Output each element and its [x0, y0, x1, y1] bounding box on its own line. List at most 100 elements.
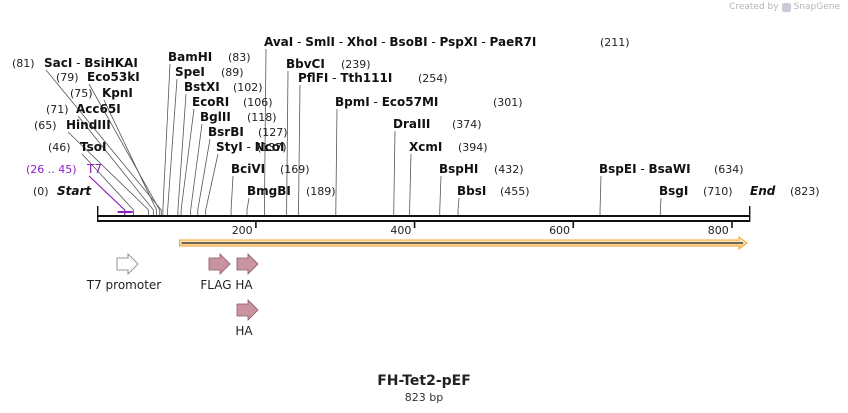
leader-line-bbsi: [457, 197, 460, 217]
end-marker: [749, 206, 751, 222]
site-name-bmgbi: BmgBI: [247, 184, 291, 198]
leader-line-kpni: [103, 99, 157, 217]
leader-line-bspei: [599, 175, 602, 217]
ruler-label-400: 400: [390, 224, 411, 237]
credit-brand: SnapGene: [793, 2, 840, 12]
site-position-bcivi: (169): [280, 163, 310, 176]
leader-line-bpmi: [335, 108, 338, 217]
site-name-kpni: KpnI: [102, 86, 133, 100]
leader-line-acc65i: [77, 115, 154, 217]
feature-label-ha-2: HA: [235, 278, 253, 292]
start-marker: [97, 206, 99, 222]
site-position-bglii: (118): [247, 111, 277, 124]
site-name-saci: SacI - BsiHKAI: [44, 56, 138, 70]
ruler-label-600: 600: [549, 224, 570, 237]
feature-label-flag-1: FLAG: [200, 278, 231, 292]
leader-line-spei: [167, 78, 178, 217]
site-position-eco53ki: (79): [56, 71, 79, 84]
site-position-hindiii: (65): [34, 119, 57, 132]
site-position-bamhi: (83): [228, 51, 251, 64]
leader-line-styi: [205, 153, 219, 217]
site-position-bstxi: (102): [233, 81, 263, 94]
site-name-bsphi: BspHI: [439, 162, 478, 176]
leader-line-bsrbi: [197, 138, 211, 217]
site-name-bamhi: BamHI: [168, 50, 212, 64]
site-position-spei: (89): [221, 66, 244, 79]
site-name-bpmi: BpmI - Eco57MI: [335, 95, 438, 109]
site-name-styi: StyI - NcoI: [216, 140, 285, 154]
leader-line-ecori: [180, 108, 195, 217]
site-position-bbvci: (239): [341, 58, 371, 71]
site-name-t7: T7: [86, 162, 102, 176]
site-position-styi: (137): [257, 141, 287, 154]
site-position-saci: (81): [12, 57, 35, 70]
feature-label-t7-promoter-0: T7 promoter: [86, 278, 162, 292]
site-name-bglii: BglII: [200, 110, 231, 124]
map-length: 823 bp: [404, 391, 444, 404]
site-name-xcmi: XcmI: [409, 140, 442, 154]
site-position-start: (0): [33, 185, 49, 198]
site-position-xcmi: (394): [458, 141, 488, 154]
leader-line-hindiii: [67, 131, 149, 217]
site-name-bbvci: BbvCI: [286, 57, 325, 71]
snapgene-logo-icon: [781, 2, 791, 12]
leader-line-bbvci: [286, 70, 289, 217]
site-position-avai: (211): [600, 36, 630, 49]
leader-line-saci: [45, 69, 162, 217]
site-position-bsphi: (432): [494, 163, 524, 176]
feature-arrow-ha-2: [236, 253, 259, 275]
leader-line-tsoi: [81, 153, 134, 217]
ruler-tick-800: [731, 222, 733, 228]
site-position-tsoi: (46): [48, 141, 71, 154]
credit-prefix: Created by: [729, 2, 779, 12]
leader-line-bmgbi: [246, 197, 250, 217]
site-name-bspei: BspEI - BsaWI: [599, 162, 691, 176]
leader-line-xcmi: [409, 153, 412, 217]
backbone-top-strand: [97, 215, 750, 217]
site-name-bsrbi: BsrBI: [208, 125, 244, 139]
site-name-start: Start: [57, 184, 92, 198]
site-position-bbsi: (455): [500, 185, 530, 198]
dna-backbone: [97, 206, 751, 222]
leader-line-bcivi: [230, 175, 234, 217]
site-labels: (0) Start (26 .. 45) T7 (46) TsoI (65) HindIII (…: [12, 35, 820, 198]
site-position-end: (823): [790, 185, 820, 198]
site-position-bsgi: (710): [703, 185, 733, 198]
orf-arrow: [179, 236, 748, 250]
site-name-eco53ki: Eco53kI: [87, 70, 140, 84]
backbone-bottom-strand: [97, 220, 750, 222]
site-position-bsrbi: (127): [258, 126, 288, 139]
ruler-tick-400: [413, 222, 416, 228]
site-name-bcivi: BciVI: [231, 162, 265, 176]
leader-line-pflfi: [298, 84, 301, 217]
leader-line-avai: [264, 48, 267, 217]
leader-line-bglii: [190, 123, 203, 217]
site-position-pflfi: (254): [418, 72, 448, 85]
site-name-hindiii: HindIII: [66, 118, 111, 132]
map-title: FH-Tet2-pEF: [377, 373, 471, 389]
site-name-avai: AvaI - SmlI - XhoI - BsoBI - PspXI - Pae…: [264, 35, 536, 49]
leader-line-bamhi: [162, 63, 171, 217]
ruler-label-800: 800: [708, 224, 729, 237]
site-name-bbsi: BbsI: [457, 184, 486, 198]
ruler-tick-600: [572, 222, 575, 228]
site-name-pflfi: PflFI - Tth111I: [298, 71, 392, 85]
feature-track: T7 promoter FLAG HA HA: [86, 253, 259, 338]
leader-line-bsphi: [439, 175, 442, 217]
leader-line-bstxi: [177, 93, 187, 217]
site-name-bsgi: BsgI: [659, 184, 688, 198]
ruler-label-200: 200: [232, 224, 253, 237]
leader-line-t7: [88, 175, 126, 217]
feature-label-ha-3: HA: [235, 324, 253, 338]
site-name-tsoi: TsoI: [80, 140, 106, 154]
feature-arrow-flag-1: [208, 253, 231, 275]
site-position-ecori: (106): [243, 96, 273, 109]
feature-arrow-t7-promoter-0: [116, 253, 139, 275]
site-position-bmgbi: (189): [306, 185, 336, 198]
feature-arrow-ha-3: [236, 299, 259, 321]
site-position-bspei: (634): [714, 163, 744, 176]
site-name-bstxi: BstXI: [184, 80, 220, 94]
site-position-t7: (26 .. 45): [26, 163, 77, 176]
site-position-bpmi: (301): [493, 96, 523, 109]
